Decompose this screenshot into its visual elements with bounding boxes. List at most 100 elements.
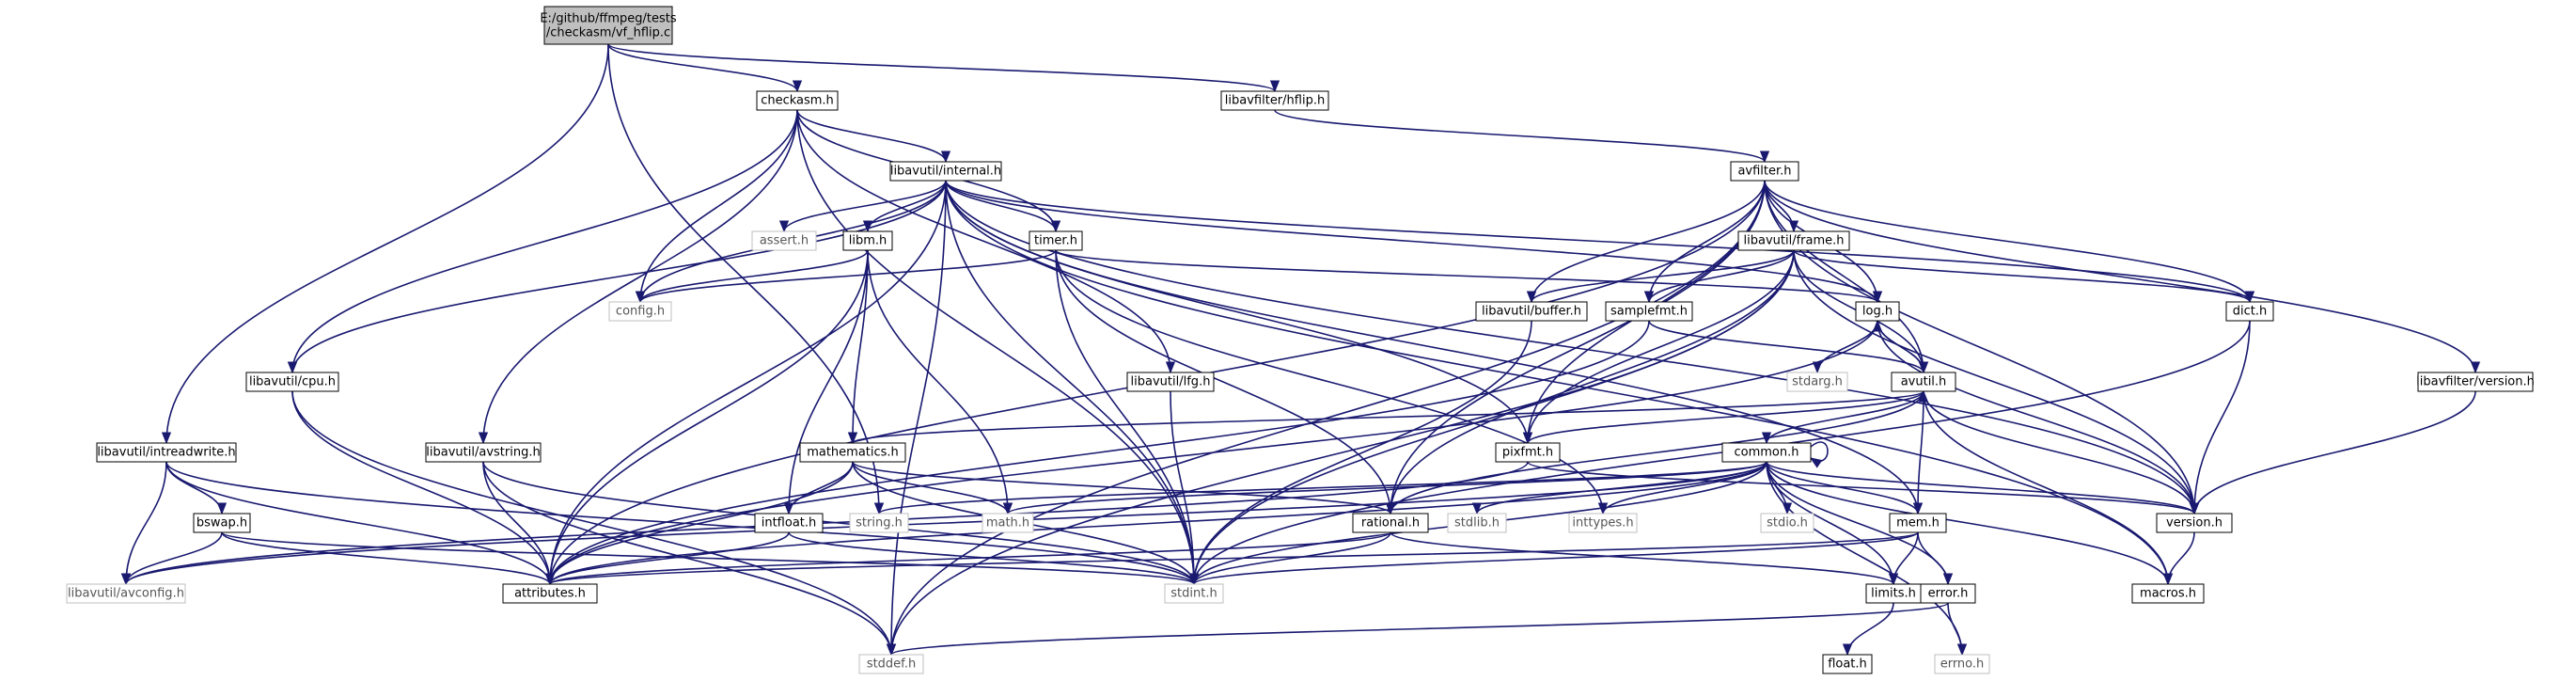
node-internal-box	[889, 161, 1002, 182]
edge-internal-to-version	[945, 180, 2200, 515]
edge-checkasm-to-avstring	[478, 109, 798, 445]
edge-frame-to-buffer	[1527, 249, 1795, 304]
node-stdio-box	[1760, 513, 1814, 533]
node-intfloat[interactable]: intfloat.h	[754, 513, 824, 533]
node-avutil[interactable]: avutil.h	[1891, 372, 1956, 392]
node-intfloat-box	[754, 513, 824, 533]
edge-libm-to-config	[635, 249, 869, 304]
node-config-box	[608, 301, 672, 322]
node-dict[interactable]: dict.h	[2225, 301, 2274, 322]
node-macros[interactable]: macros.h	[2131, 583, 2205, 604]
edge-timer-to-stdint	[1055, 249, 1200, 586]
node-stdint[interactable]: stdint.h	[1164, 583, 1224, 604]
edge-bswap-to-attributes	[221, 531, 555, 586]
node-bswap[interactable]: bswap.h	[193, 513, 251, 533]
edge-rational-to-attributes	[545, 531, 1391, 586]
edge-rational-to-limits	[1390, 531, 1898, 586]
node-float-label: float.h	[1828, 657, 1867, 672]
node-timer[interactable]: timer.h	[1029, 230, 1083, 251]
node-lfg[interactable]: libavutil/lfg.h	[1126, 372, 1215, 392]
edge-avstring-to-attributes	[482, 461, 556, 586]
node-log[interactable]: log.h	[1855, 301, 1900, 322]
node-dict-box	[2225, 301, 2274, 322]
node-fversion[interactable]: libavfilter/version.h	[2416, 372, 2535, 392]
edge-internal-to-libm	[862, 180, 947, 233]
edge-common-to-avconfig	[121, 461, 1767, 586]
node-limits-label: limits.h	[1871, 587, 1916, 601]
edge-intfloat-to-attributes	[544, 531, 790, 586]
node-pixfmt[interactable]: pixfmt.h	[1495, 442, 1561, 463]
node-errno[interactable]: errno.h	[1934, 654, 1990, 674]
node-avfilter[interactable]: avfilter.h	[1730, 161, 1799, 182]
node-internal-label: libavutil/internal.h	[890, 165, 1001, 179]
edge-internal-to-stddef	[886, 180, 947, 657]
node-stdlib[interactable]: stdlib.h	[1447, 513, 1507, 533]
node-hflip[interactable]: libavfilter/hflip.h	[1220, 90, 1329, 111]
node-config[interactable]: config.h	[608, 301, 672, 322]
node-version[interactable]: version.h	[2156, 513, 2233, 533]
node-attributes-box	[502, 583, 598, 604]
node-stddef-label: stddef.h	[867, 657, 916, 672]
node-log-label: log.h	[1862, 305, 1893, 319]
edge-common-to-string	[874, 461, 1767, 515]
node-stdio-label: stdio.h	[1767, 516, 1808, 531]
edge-frame-to-version	[1793, 249, 2200, 515]
node-internal[interactable]: libavutil/internal.h	[889, 161, 1002, 182]
node-assert[interactable]: assert.h	[751, 230, 817, 251]
edge-samplefmt-to-avutil	[1648, 320, 1928, 374]
node-macros-label: macros.h	[2140, 587, 2196, 601]
node-buffer[interactable]: libavutil/buffer.h	[1475, 301, 1588, 322]
edge-mem-to-limits	[1888, 531, 1919, 586]
node-avconfig-label: libavutil/avconfig.h	[68, 587, 184, 601]
edge-cpu-to-attributes	[291, 390, 556, 586]
node-mem[interactable]: mem.h	[1889, 513, 1947, 533]
node-bswap-label: bswap.h	[196, 516, 247, 531]
node-float[interactable]: float.h	[1822, 654, 1873, 674]
edge-timer-to-inttypes	[1055, 249, 1609, 515]
node-checkasm[interactable]: checkasm.h	[756, 90, 839, 111]
node-avstring[interactable]: libavutil/avstring.h	[425, 442, 542, 463]
node-string[interactable]: string.h	[849, 513, 909, 533]
node-math[interactable]: math.h	[982, 513, 1034, 533]
node-avconfig[interactable]: libavutil/avconfig.h	[66, 583, 186, 604]
edge-internal-to-dict	[945, 180, 2254, 304]
node-common[interactable]: common.h	[1721, 442, 1812, 463]
node-attributes[interactable]: attributes.h	[502, 583, 598, 604]
node-cpu[interactable]: libavutil/cpu.h	[245, 372, 339, 392]
node-fversion-label: libavfilter/version.h	[2416, 375, 2535, 389]
node-libm[interactable]: libm.h	[842, 230, 893, 251]
node-samplefmt-box	[1605, 301, 1693, 322]
node-stdint-box	[1164, 583, 1224, 604]
edge-common-to-common	[1809, 441, 1829, 468]
edge-avfilter-to-version	[1764, 180, 2200, 515]
node-stdarg[interactable]: stdarg.h	[1786, 372, 1848, 392]
node-mathematics[interactable]: mathematics.h	[799, 442, 906, 463]
node-samplefmt[interactable]: samplefmt.h	[1605, 301, 1693, 322]
edge-common-to-mem	[1766, 461, 1924, 515]
node-math-box	[982, 513, 1034, 533]
node-frame[interactable]: libavutil/frame.h	[1737, 230, 1850, 251]
node-stddef[interactable]: stddef.h	[858, 654, 924, 674]
edge-rational-to-stdint	[1188, 531, 1391, 586]
edge-intreadwrite-to-attributes	[165, 461, 556, 586]
node-limits[interactable]: limits.h	[1865, 583, 1922, 604]
node-stdlib-label: stdlib.h	[1454, 516, 1500, 531]
node-stdio[interactable]: stdio.h	[1760, 513, 1814, 533]
node-vf_hflip[interactable]: E:/github/ffmpeg/tests/checkasm/vf_hflip…	[540, 6, 677, 45]
node-rational[interactable]: rational.h	[1352, 513, 1429, 533]
node-frame-box	[1737, 230, 1850, 251]
node-checkasm-box	[756, 90, 839, 111]
edge-frame-to-rational	[1385, 249, 1795, 515]
edge-checkasm-to-cpu	[287, 109, 798, 374]
node-intreadwrite[interactable]: libavutil/intreadwrite.h	[96, 442, 237, 463]
edge-avutil-to-version	[1923, 390, 2200, 515]
node-assert-box	[751, 230, 817, 251]
edge-internal-to-mem	[945, 180, 1924, 515]
edge-timer-to-rational	[1055, 249, 1396, 515]
node-error[interactable]: error.h	[1920, 583, 1976, 604]
node-inttypes[interactable]: inttypes.h	[1568, 513, 1638, 533]
node-string-label: string.h	[856, 516, 903, 531]
node-timer-box	[1029, 230, 1083, 251]
edge-common-to-stdlib	[1472, 461, 1767, 515]
